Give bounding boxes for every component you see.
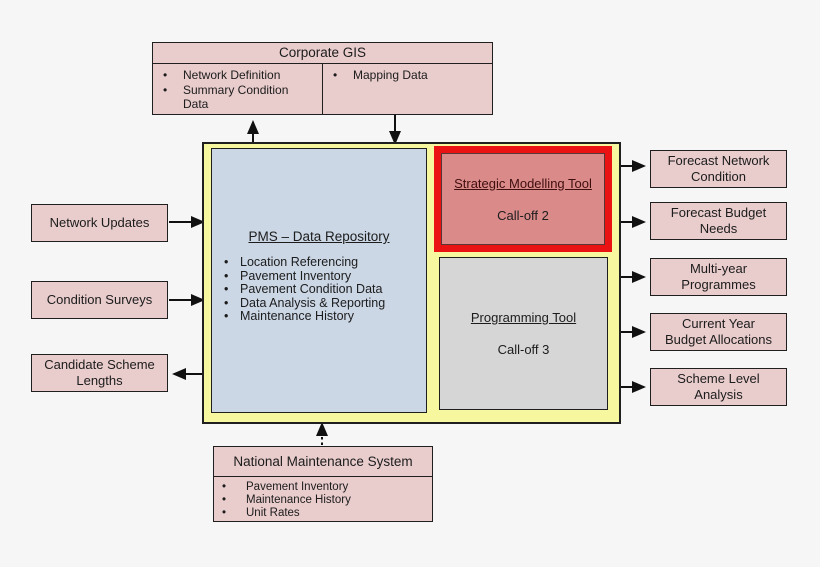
bullet-text: Unit Rates (246, 506, 300, 519)
bullet-icon: • (163, 68, 168, 82)
list-item: • Unit Rates (214, 507, 432, 520)
corporate-gis-body: • Network Definition • Summary Condition… (153, 64, 492, 114)
list-item: • Network Definition (153, 68, 322, 83)
scheme-level-analysis-box: Scheme Level Analysis (650, 368, 787, 406)
bullet-text: Network Definition (183, 68, 281, 82)
bullet-icon: • (224, 282, 229, 296)
strategic-modelling-tool-inner: Strategic Modelling Tool Call-off 2 (441, 153, 605, 245)
programming-tool-box: Programming Tool Call-off 3 (439, 257, 608, 410)
bullet-icon: • (222, 481, 227, 493)
list-item: • Maintenance History (214, 494, 432, 507)
condition-surveys-box: Condition Surveys (31, 281, 168, 319)
list-item: • Maintenance History (212, 309, 426, 324)
bullet-text: Maintenance History (240, 309, 354, 323)
list-item: • Pavement Inventory (212, 268, 426, 284)
national-maintenance-system-body: • Pavement Inventory • Maintenance Histo… (214, 477, 432, 519)
list-item: • Mapping Data (323, 68, 492, 83)
bullet-icon: • (224, 309, 229, 323)
programming-tool-title: Programming Tool (470, 310, 577, 325)
multi-year-programmes-box: Multi-year Programmes (650, 258, 787, 296)
bullet-icon: • (224, 268, 229, 283)
bullet-text: Pavement Condition Data (240, 282, 383, 296)
national-maintenance-system-title: National Maintenance System (214, 447, 432, 477)
bullet-icon: • (163, 82, 168, 97)
list-item: • Data Analysis & Reporting (212, 295, 426, 311)
programming-tool-subtitle: Call-off 3 (497, 342, 550, 357)
bullet-icon: • (333, 68, 338, 82)
network-updates-box: Network Updates (31, 204, 168, 242)
list-item: • Pavement Condition Data (212, 282, 426, 297)
bullet-text: Data Analysis & Reporting (240, 295, 386, 310)
bullet-icon: • (222, 506, 227, 519)
current-year-budget-allocations-box: Current Year Budget Allocations (650, 313, 787, 351)
list-item: • Location Referencing (212, 255, 426, 270)
strategic-modelling-tool-title: Strategic Modelling Tool (454, 175, 592, 191)
bullet-icon: • (222, 493, 227, 506)
forecast-budget-needs-box: Forecast Budget Needs (650, 202, 787, 240)
list-item: • Pavement Inventory (214, 481, 432, 494)
corporate-gis-left-cell: • Network Definition • Summary Condition… (153, 64, 323, 114)
forecast-network-condition-box: Forecast Network Condition (650, 150, 787, 188)
bullet-text: Maintenance History (246, 493, 351, 506)
corporate-gis-right-cell: • Mapping Data (323, 64, 492, 114)
bullet-text: Location Referencing (240, 255, 359, 269)
strategic-modelling-tool-box: Strategic Modelling Tool Call-off 2 (434, 146, 612, 252)
bullet-icon: • (224, 295, 229, 310)
pms-data-repository-title: PMS – Data Repository (248, 229, 390, 244)
strategic-modelling-tool-subtitle: Call-off 2 (497, 207, 549, 223)
bullet-text: Summary Condition Data (183, 82, 289, 112)
bullet-text: Pavement Inventory (246, 481, 349, 493)
candidate-scheme-lengths-box: Candidate Scheme Lengths (31, 354, 168, 392)
pms-data-repository-box: PMS – Data Repository • Location Referen… (211, 148, 427, 413)
corporate-gis-box: Corporate GIS • Network Definition • Sum… (152, 42, 493, 115)
national-maintenance-system-box: National Maintenance System • Pavement I… (213, 446, 433, 522)
list-item: • Summary Condition Data (153, 83, 322, 112)
bullet-text: Pavement Inventory (240, 268, 352, 283)
bullet-icon: • (224, 255, 229, 269)
bullet-text: Mapping Data (353, 68, 428, 82)
corporate-gis-title: Corporate GIS (153, 43, 492, 64)
